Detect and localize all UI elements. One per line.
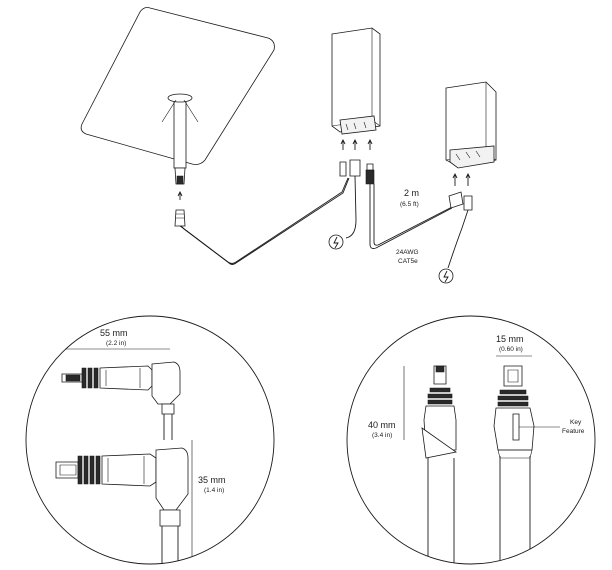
psu-arrows: [340, 138, 373, 150]
router-unit: [445, 81, 497, 169]
psu-connectors: [339, 159, 375, 185]
straight-connector-right: [493, 365, 535, 564]
cable-spec-label-1: 24AWG: [396, 249, 419, 256]
dish-cable-connector: [174, 190, 186, 227]
left-height-label: 35 mm: [198, 475, 226, 485]
power-supply-unit: [331, 27, 381, 135]
router-arrows: [452, 172, 471, 186]
up-arrow-icon: [367, 138, 373, 150]
angled-connector-small: [61, 361, 181, 440]
router-power-cable: [447, 209, 469, 269]
key-feature: [512, 413, 520, 441]
psu-power-cable: [345, 175, 357, 239]
satellite-dish: [80, 7, 275, 185]
router-connectors: [448, 191, 473, 211]
left-width-imperial-label: (2.2 in): [106, 340, 126, 347]
power-bolt-icon: [438, 268, 454, 284]
straight-connector-left: [421, 365, 457, 564]
right-height-imperial-label: (3.4 in): [372, 432, 392, 439]
cable-spec-label-2: CAT5e: [398, 258, 418, 265]
right-width-label: 15 mm: [496, 334, 524, 344]
left-width-label: 55 mm: [100, 328, 128, 338]
right-height-label: 40 mm: [368, 420, 396, 430]
angled-connector-large: [55, 447, 189, 564]
right-width-imperial-label: (0.60 in): [499, 346, 523, 353]
left-height-imperial-label: (1.4 in): [204, 487, 224, 494]
dish-cable: [179, 177, 349, 264]
cable-length-imperial-label: (6.5 ft): [400, 201, 419, 208]
power-bolt-icon: [328, 234, 344, 250]
ethernet-cable: [369, 184, 453, 249]
right-detail-circle: [346, 315, 596, 565]
cable-length-label: 2 m: [404, 188, 419, 198]
key-feature-label-2: Feature: [562, 428, 585, 435]
left-detail-circle: [25, 315, 275, 565]
key-feature-label-1: Key: [570, 419, 582, 426]
